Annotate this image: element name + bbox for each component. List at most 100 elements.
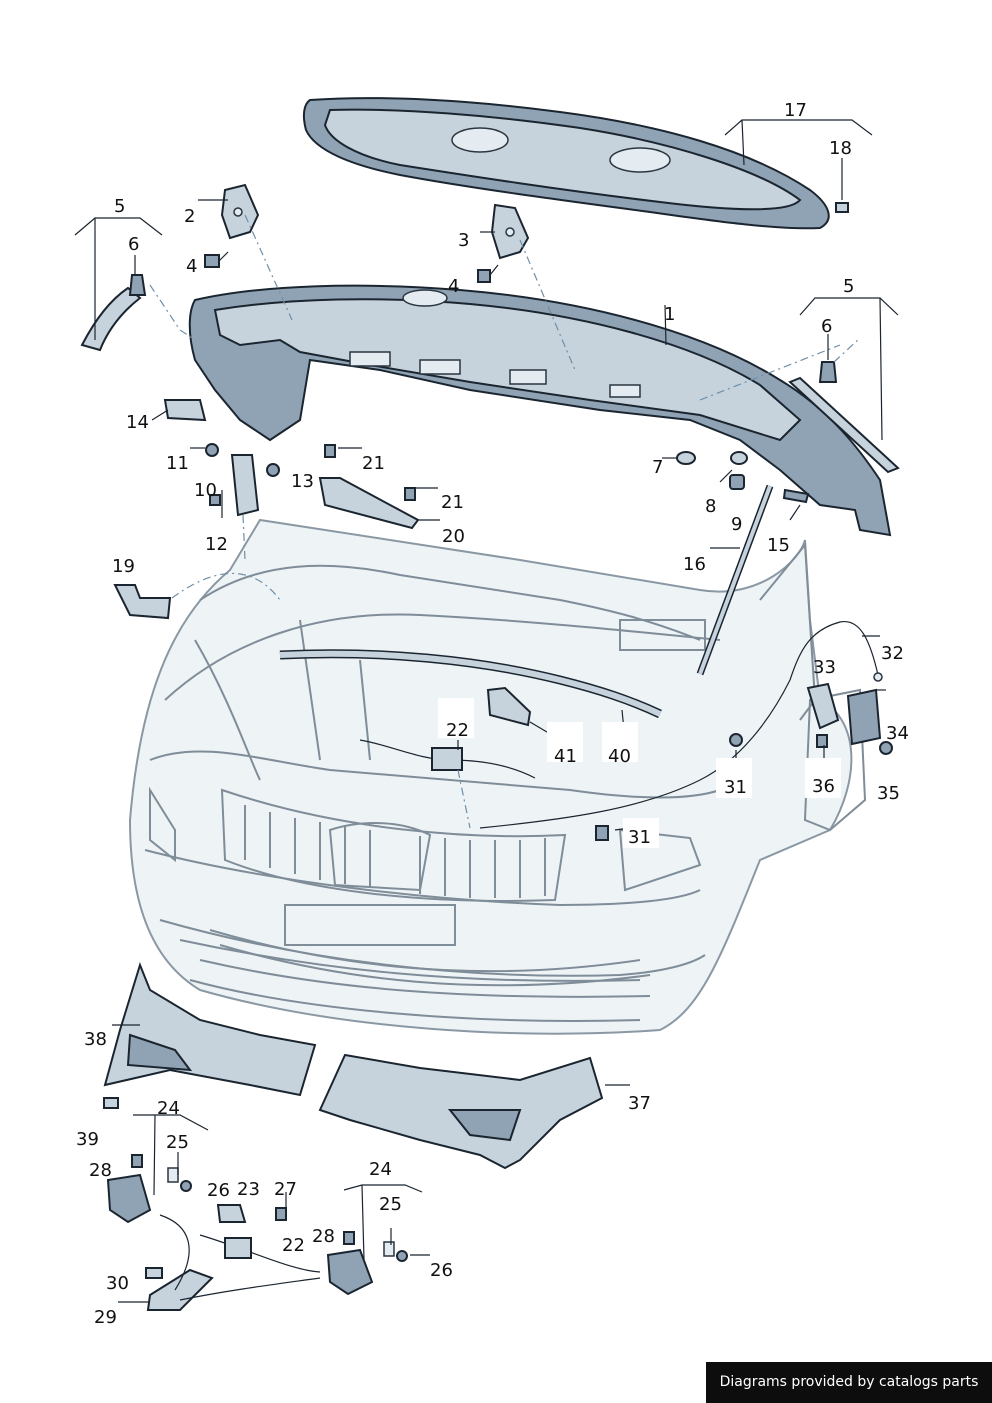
bolt-4-right	[477, 264, 499, 283]
lever-bracket-34	[846, 688, 882, 746]
bonnet-panel	[188, 284, 892, 537]
leader-lines	[74, 119, 899, 1303]
support-arm-20	[318, 477, 420, 530]
callout-21: 21	[362, 453, 385, 474]
callout-30: 30	[106, 1273, 129, 1294]
callout-40: 40	[608, 746, 631, 767]
callout-4: 4	[448, 276, 459, 297]
credit-banner: Diagrams provided by catalogs parts	[706, 1362, 992, 1403]
callout-28: 28	[312, 1226, 335, 1247]
callout-5: 5	[114, 196, 125, 217]
callout-14: 14	[126, 412, 149, 433]
nut-35	[879, 741, 893, 755]
callout-1: 1	[664, 304, 675, 325]
bracket-14	[163, 399, 207, 422]
release-cable-lower	[159, 1214, 321, 1301]
callout-20: 20	[442, 526, 465, 547]
callout-8: 8	[705, 496, 716, 517]
hood-hinge-left	[220, 183, 260, 240]
bolt-21-top	[324, 444, 336, 458]
callout-38: 38	[84, 1029, 107, 1050]
callout-22: 22	[282, 1235, 305, 1256]
clip-6-left	[128, 274, 147, 296]
hood-insulation-mat	[302, 97, 830, 230]
nut-26-left	[180, 1180, 192, 1192]
hinge-bracket-12	[230, 454, 260, 517]
switch-25-right	[383, 1241, 395, 1257]
callout-26: 26	[207, 1180, 230, 1201]
nut-11	[205, 443, 219, 457]
clip-31-upper	[729, 733, 743, 747]
nut-26-right	[396, 1250, 408, 1262]
callout-25: 25	[166, 1132, 189, 1153]
screw-27	[275, 1207, 287, 1221]
callout-2: 2	[184, 206, 195, 227]
callout-32: 32	[881, 643, 904, 664]
hood-hinge-right	[490, 203, 530, 260]
callout-7: 7	[652, 457, 663, 478]
clip-39	[103, 1097, 119, 1109]
bracket-19	[113, 584, 172, 620]
callout-4: 4	[186, 256, 197, 277]
cable-end-32	[873, 672, 883, 682]
seal-strip-40	[279, 649, 662, 719]
bolt-21-right	[404, 487, 416, 501]
callout-28: 28	[89, 1160, 112, 1181]
label-backgrounds	[438, 698, 841, 848]
callout-41: 41	[554, 746, 577, 767]
bolt-10	[209, 494, 221, 506]
vehicle-front-body	[128, 518, 867, 1035]
callout-25: 25	[379, 1194, 402, 1215]
gas-strut-16	[696, 484, 774, 676]
lock-24-left	[106, 1173, 152, 1224]
screw-36	[816, 734, 828, 748]
nut-13	[266, 463, 280, 477]
callout-35: 35	[877, 783, 900, 804]
bracket-23	[216, 1204, 247, 1223]
callout-22: 22	[446, 720, 469, 741]
switch-25-left	[167, 1167, 179, 1183]
cowl-panel-37	[318, 1053, 604, 1170]
callout-26: 26	[430, 1260, 453, 1281]
callout-29: 29	[94, 1307, 117, 1328]
hood-seal-left	[80, 286, 142, 352]
callout-21: 21	[441, 492, 464, 513]
callout-5: 5	[843, 276, 854, 297]
clip-30	[145, 1267, 163, 1279]
callout-24: 24	[157, 1098, 180, 1119]
callout-19: 19	[112, 556, 135, 577]
callout-15: 15	[767, 535, 790, 556]
lock-24-right	[326, 1248, 374, 1296]
callout-27: 27	[274, 1179, 297, 1200]
callout-33: 33	[813, 657, 836, 678]
callout-31: 31	[628, 827, 651, 848]
release-handle-33	[806, 682, 840, 730]
callout-31: 31	[724, 777, 747, 798]
callout-3: 3	[458, 230, 469, 251]
callout-39: 39	[76, 1129, 99, 1150]
callout-17: 17	[784, 100, 807, 121]
callout-10: 10	[194, 480, 217, 501]
callout-36: 36	[812, 776, 835, 797]
buffer-7	[676, 451, 696, 465]
callout-18: 18	[829, 138, 852, 159]
clip-18	[835, 202, 849, 213]
callout-6: 6	[128, 234, 139, 255]
callout-11: 11	[166, 453, 189, 474]
callout-37: 37	[628, 1093, 651, 1114]
callout-34: 34	[886, 723, 909, 744]
bolt-4-left	[204, 251, 229, 268]
buffer-8	[730, 451, 748, 465]
clip-6-right	[818, 361, 838, 383]
callout-12: 12	[205, 534, 228, 555]
callout-6: 6	[821, 316, 832, 337]
bracket-41	[486, 686, 532, 727]
callout-24: 24	[369, 1159, 392, 1180]
bolt-28-left	[131, 1154, 143, 1168]
release-cable-upper	[359, 621, 879, 829]
callout-labels: 1 2 3 4 4 5 5 6 6 7 8 9 10 11 12 13 14 1…	[76, 100, 909, 1328]
buffer-9	[729, 474, 745, 490]
cowl-panel-38	[103, 961, 317, 1097]
callout-16: 16	[683, 554, 706, 575]
